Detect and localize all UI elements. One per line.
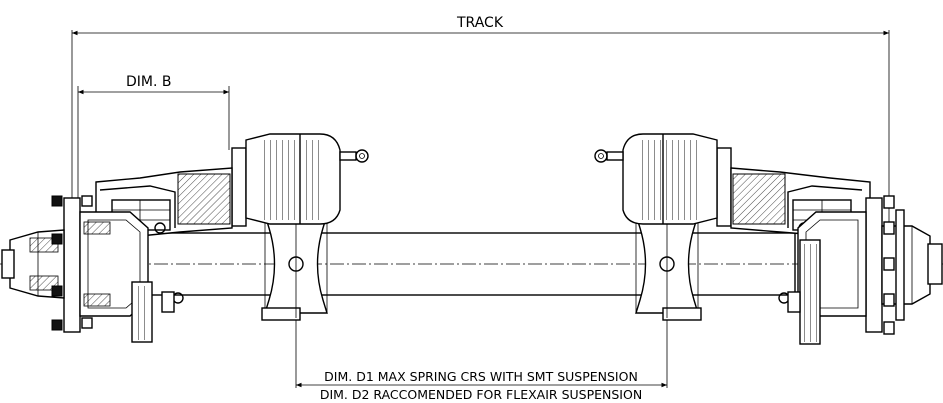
brake-chamber-left: [231, 133, 369, 227]
dim-d-dimension: DIM. D1 MAX SPRING CRS WITH SMT SUSPENSI…: [295, 318, 668, 402]
dim-b-dimension: DIM. B: [77, 74, 230, 200]
track-dimension: TRACK: [71, 15, 890, 222]
wheel-hub-left: [1, 195, 184, 343]
spring-seat-right: [635, 214, 702, 321]
dim-b-label: DIM. B: [126, 74, 172, 90]
spring-seat-left: [261, 214, 328, 321]
dim-d1-label: DIM. D1 MAX SPRING CRS WITH SMT SUSPENSI…: [324, 369, 638, 384]
brake-chamber-right: [594, 133, 732, 227]
dim-d2-label: DIM. D2 RACCOMENDED FOR FLEXAIR SUSPENSI…: [320, 387, 642, 402]
wheel-hub-right: [778, 195, 943, 345]
track-label: TRACK: [456, 15, 504, 31]
